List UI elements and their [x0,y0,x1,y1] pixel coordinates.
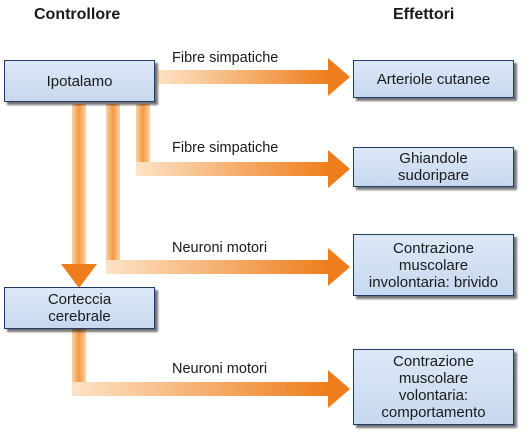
hypothalamus-label: Ipotalamo [46,72,113,90]
trunk-to-shivering [106,104,120,274]
arrowhead-to-cortex [61,264,97,288]
behavior-label: Contrazione muscolare volontaria: compor… [381,353,486,421]
arterioles-box: Arteriole cutanee [353,60,514,98]
trunk-to-sweat [136,104,150,176]
pathway-label-motor-1: Neuroni motori [172,240,268,256]
arrow-shaft-behavior [72,382,330,396]
arterioles-label: Arteriole cutanee [376,70,491,88]
behavior-box: Contrazione muscolare volontaria: compor… [353,349,514,425]
arrow-shaft-sweat [136,162,330,176]
cortex-box: Corteccia cerebrale [4,287,155,329]
sweat-glands-label: Ghiandole sudoripare [398,150,469,184]
pathway-label-motor-2: Neuroni motori [172,361,268,377]
pathway-label-sympathetic-2: Fibre simpatiche [172,140,279,156]
arrowhead-arterioles [328,58,350,96]
arrowhead-behavior [328,370,350,408]
arrowhead-sweat [328,150,350,188]
arrow-shaft-shivering [106,260,330,274]
trunk-from-cortex [72,328,86,396]
shivering-box: Contrazione muscolare involontaria: briv… [353,234,514,296]
shivering-label: Contrazione muscolare involontaria: briv… [368,239,499,291]
controller-header: Controllore [34,6,121,23]
arrowhead-shivering [328,248,350,286]
trunk-to-cortex [72,104,86,266]
hypothalamus-box: Ipotalamo [4,60,155,102]
cortex-label: Corteccia cerebrale [47,291,112,325]
sweat-glands-box: Ghiandole sudoripare [353,147,514,187]
pathway-label-sympathetic-1: Fibre simpatiche [172,50,279,66]
effectors-header: Effettori [393,6,455,23]
arrow-shaft-arterioles [158,70,330,84]
